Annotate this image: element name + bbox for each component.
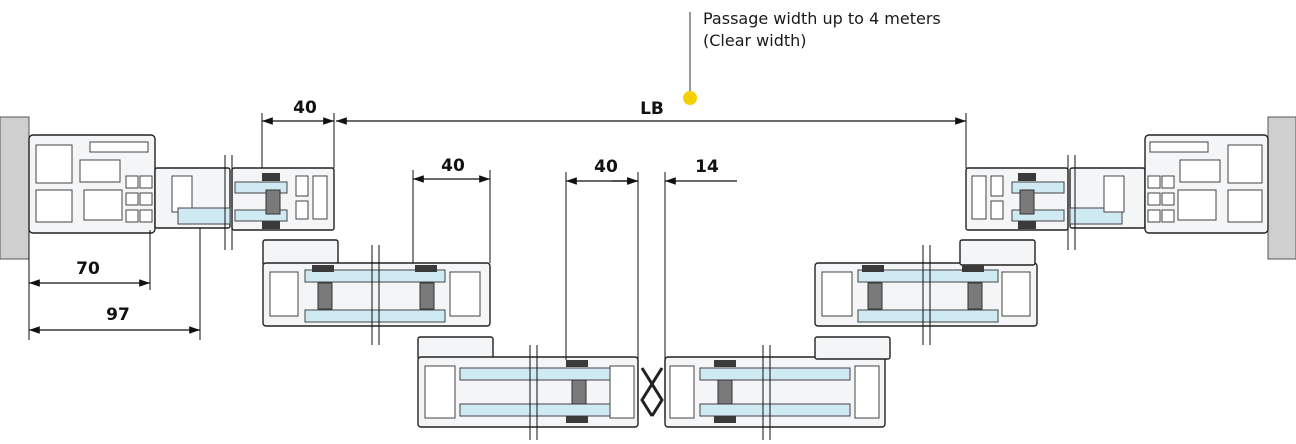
break-lines: [224, 155, 1076, 440]
extension-lines: [28, 113, 967, 420]
callout-line-2: (Clear width): [703, 31, 807, 50]
left-fixed-frame: [28, 134, 156, 234]
right-fixed-sash: [1069, 167, 1146, 229]
dim-lb-label: LB: [640, 99, 664, 119]
dim-97-label: 97: [106, 305, 130, 325]
dim-40-mid-label: 40: [441, 156, 465, 176]
right-middle-sash: [814, 239, 1038, 327]
passage-width-callout: Passage width up to 4 meters (Clear widt…: [703, 8, 941, 52]
left-outer-sash: [231, 167, 335, 231]
left-wall: [0, 116, 30, 260]
left-middle-sash: [262, 239, 491, 327]
callout-line-1: Passage width up to 4 meters: [703, 9, 941, 28]
right-wall: [1267, 116, 1296, 260]
right-center-sash: [664, 336, 891, 428]
right-outer-sash: [965, 167, 1069, 231]
dim-70-label: 70: [76, 259, 100, 279]
left-fixed-sash: [154, 167, 231, 229]
center-interlock: [640, 367, 664, 417]
right-fixed-frame: [1144, 134, 1269, 234]
dim-40-top-label: 40: [293, 98, 317, 118]
dim-40-center-label: 40: [594, 157, 618, 177]
dim-14-label: 14: [695, 157, 719, 177]
left-center-sash: [417, 336, 639, 428]
callout-marker-dot: [683, 91, 697, 105]
